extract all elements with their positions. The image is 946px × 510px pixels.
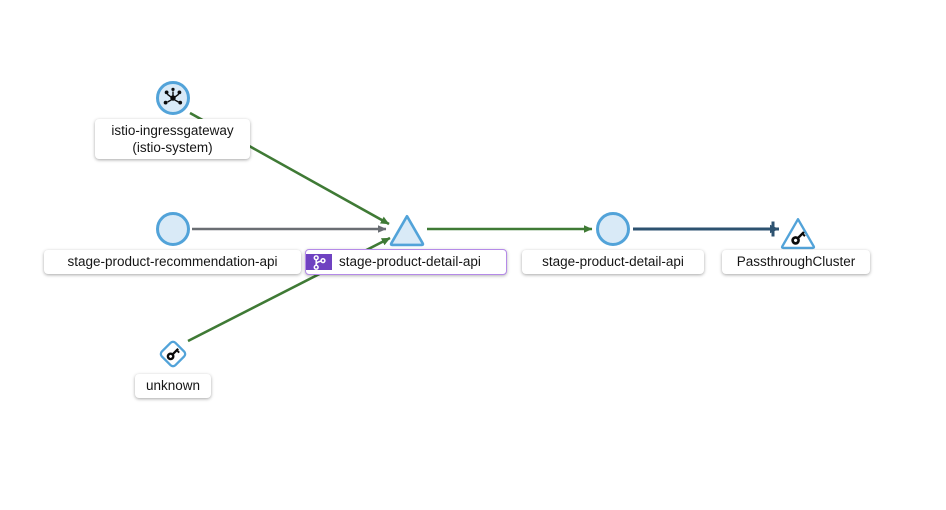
node-label-text: PassthroughCluster — [736, 254, 856, 269]
node-stage-product-recommendation-api[interactable] — [156, 212, 190, 246]
key-icon — [791, 231, 806, 245]
node-label-stage-product-recommendation-api[interactable]: stage-product-recommendation-api — [44, 250, 301, 274]
node-shape-circle — [596, 212, 630, 246]
node-shape-diamond — [159, 340, 187, 368]
node-label-stage-product-detail-api-service[interactable]: stage-product-detail-api — [305, 249, 507, 275]
node-label-passthroughcluster[interactable]: PassthroughCluster — [722, 250, 870, 274]
node-label-text: stage-product-recommendation-api — [67, 254, 278, 269]
node-passthroughcluster[interactable] — [779, 216, 817, 255]
edge-app-to-passthrough[interactable] — [633, 221, 779, 237]
node-unknown[interactable] — [156, 337, 190, 376]
node-label-stage-product-detail-api-app[interactable]: stage-product-detail-api — [522, 250, 704, 274]
node-label-istio-ingressgateway[interactable]: istio-ingressgateway (istio-system) — [95, 119, 250, 159]
code-branch-badge — [306, 254, 332, 270]
node-istio-ingressgateway[interactable] — [156, 81, 190, 115]
node-shape-triangle — [389, 214, 425, 247]
node-label-unknown[interactable]: unknown — [135, 374, 211, 398]
node-stage-product-detail-api-app[interactable] — [596, 212, 630, 246]
node-label-line2: (istio-system) — [132, 140, 213, 155]
node-label-line1: istio-ingressgateway — [111, 123, 234, 138]
node-label-text: stage-product-detail-api — [339, 254, 481, 269]
node-shape-circle — [156, 212, 190, 246]
node-shape-circle — [156, 81, 190, 115]
node-stage-product-detail-api-service[interactable] — [388, 213, 426, 252]
key-icon — [166, 348, 180, 361]
node-label-text: unknown — [145, 378, 201, 393]
node-label-text: stage-product-detail-api — [542, 254, 684, 269]
node-shape-triangle — [780, 218, 816, 250]
workload-hub-icon — [163, 87, 183, 105]
code-branch-icon — [313, 254, 326, 270]
